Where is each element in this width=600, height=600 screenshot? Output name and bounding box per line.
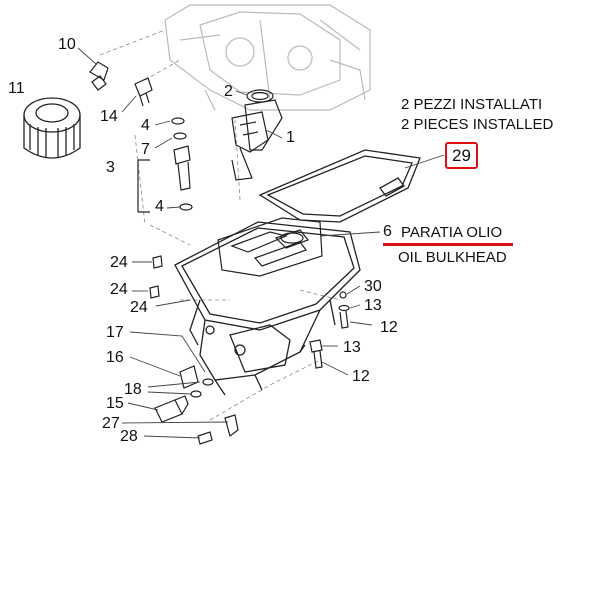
callout-7: 7 bbox=[141, 141, 150, 158]
filter-nipple bbox=[89, 61, 109, 91]
note-part6-italian: PARATIA OLIO bbox=[401, 224, 503, 241]
boxed-ref-29: 29 bbox=[445, 142, 478, 169]
leader-lines bbox=[77, 47, 445, 439]
callout-28: 28 bbox=[120, 428, 138, 445]
callout-12-b: 12 bbox=[352, 368, 370, 385]
callout-12-a: 12 bbox=[380, 319, 398, 336]
callout-4-bottom: 4 bbox=[155, 198, 164, 215]
drain-components bbox=[154, 365, 239, 445]
oil-bulkhead bbox=[217, 217, 323, 277]
callout-17: 17 bbox=[106, 324, 124, 341]
fitting-assembly bbox=[137, 117, 193, 213]
alignment-lines bbox=[99, 29, 341, 421]
oil-pan-gasket bbox=[258, 149, 421, 223]
callout-30: 30 bbox=[364, 278, 382, 295]
callout-24-b: 24 bbox=[110, 281, 128, 298]
callout-11: 11 bbox=[8, 80, 25, 97]
oil-sensor bbox=[134, 77, 153, 107]
oil-filter bbox=[23, 97, 81, 159]
callout-16: 16 bbox=[106, 349, 124, 366]
callout-24-a: 24 bbox=[110, 254, 128, 271]
callout-13-a: 13 bbox=[364, 297, 382, 314]
callout-27: 27 bbox=[102, 415, 120, 432]
callout-1: 1 bbox=[286, 129, 295, 146]
callout-14: 14 bbox=[100, 108, 118, 125]
note-pieces-english: 2 PIECES INSTALLED bbox=[401, 116, 554, 133]
callout-13-b: 13 bbox=[343, 339, 361, 356]
engine-block bbox=[164, 4, 371, 111]
callout-18: 18 bbox=[124, 381, 142, 398]
note-pieces-italian: 2 PEZZI INSTALLATI bbox=[401, 96, 543, 113]
left-bolts bbox=[149, 255, 163, 299]
callout-3: 3 bbox=[106, 159, 115, 176]
callout-24-c: 24 bbox=[130, 299, 148, 316]
callout-4-top: 4 bbox=[141, 117, 150, 134]
callout-15: 15 bbox=[106, 395, 124, 412]
pan-bolts bbox=[309, 291, 350, 369]
oil-pickup bbox=[231, 99, 283, 181]
note-part6-english: OIL BULKHEAD bbox=[398, 249, 507, 266]
highlight-underline bbox=[383, 243, 513, 246]
callout-10: 10 bbox=[58, 36, 76, 53]
callout-6: 6 bbox=[383, 223, 392, 240]
callout-2: 2 bbox=[224, 83, 233, 100]
oil-pan bbox=[174, 221, 361, 396]
